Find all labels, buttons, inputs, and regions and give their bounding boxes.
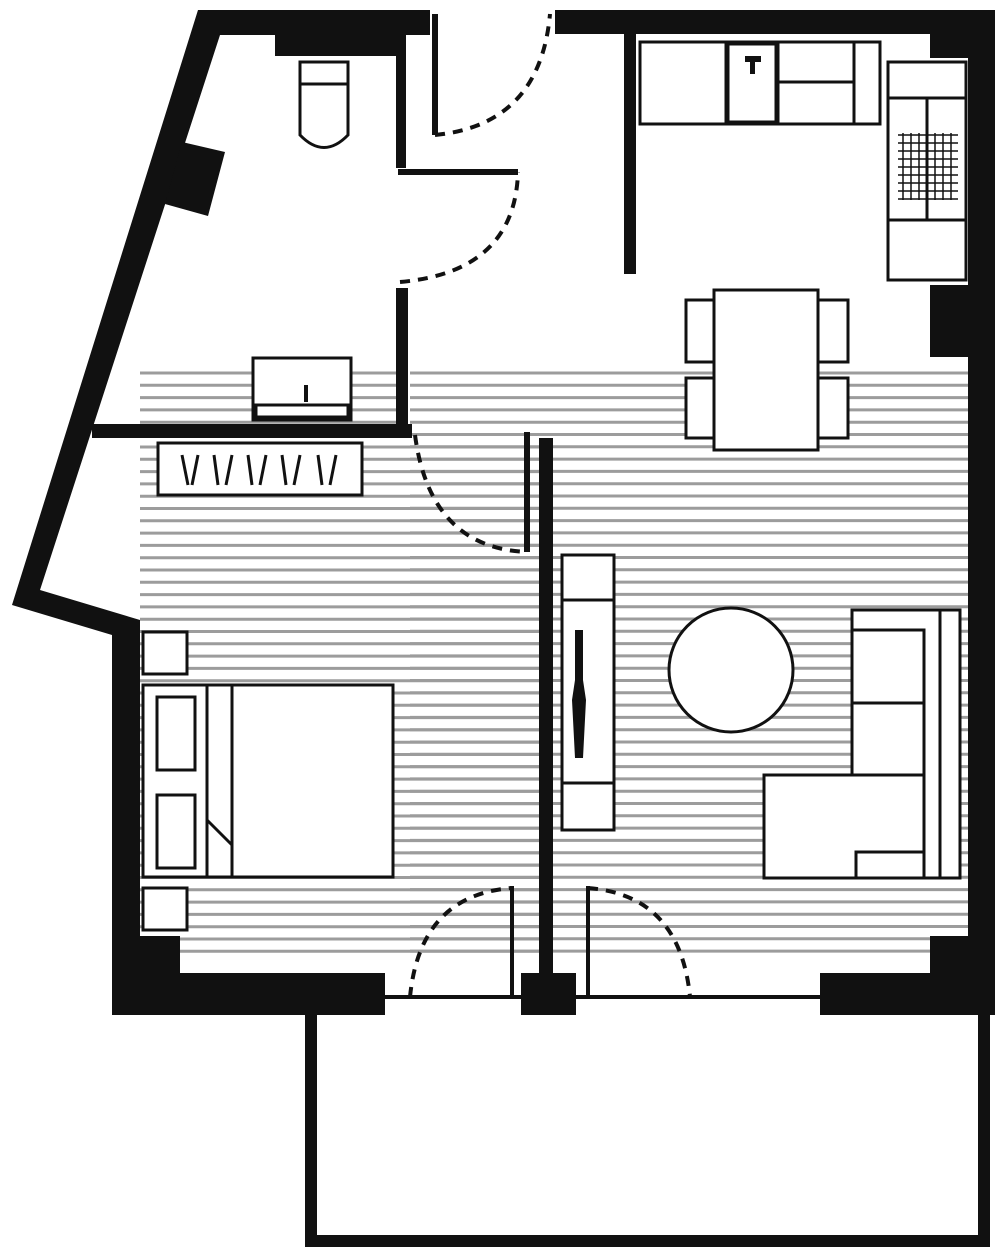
dining-chair xyxy=(684,298,718,364)
dining-chair xyxy=(684,376,718,440)
counter-drawer xyxy=(776,80,856,126)
wardrobe-hangers-icon xyxy=(180,454,338,486)
bedroom xyxy=(141,441,395,932)
bottom-center-pier xyxy=(521,973,576,1015)
entrance-door-swing xyxy=(434,13,552,137)
dining-chair xyxy=(816,376,850,440)
pillow xyxy=(155,695,197,772)
pillow xyxy=(155,793,197,870)
kitchen-tap-spout xyxy=(750,56,755,74)
thin-partitions xyxy=(398,14,530,552)
toilet-bowl xyxy=(298,82,350,149)
wardrobe-body xyxy=(156,441,364,497)
balcony-left-rail xyxy=(305,1015,317,1247)
hob-grid-icon xyxy=(898,133,958,200)
tv-cabinet-dividers xyxy=(562,598,614,785)
bottom-right-corner xyxy=(930,936,995,1015)
bathroom-right-wall-upper xyxy=(396,28,406,168)
dining-table xyxy=(712,288,820,452)
double-bed xyxy=(141,683,395,879)
kitchen xyxy=(638,40,968,282)
sink-basin xyxy=(254,403,350,419)
bathroom-door-swing xyxy=(399,171,520,284)
balcony-right-rail xyxy=(978,1015,990,1247)
bathroom-sink xyxy=(251,356,353,422)
sink-counter xyxy=(251,356,353,422)
bathroom-top-ledge xyxy=(275,28,405,56)
tv-cabinet xyxy=(560,553,616,832)
toilet xyxy=(298,60,350,149)
dining-chair xyxy=(816,298,850,364)
doors xyxy=(385,13,820,999)
balcony-bottom-rail xyxy=(305,1235,990,1247)
left-wall-pier xyxy=(165,142,225,216)
counter-cabinet-left xyxy=(638,40,728,126)
duvet-fold xyxy=(205,818,234,847)
balcony-door-right-swing xyxy=(587,886,692,998)
bottom-left-corner xyxy=(112,936,180,1015)
kitchen-partition xyxy=(624,34,636,274)
bed-headboard xyxy=(141,683,209,879)
tv-unit xyxy=(560,553,616,832)
sofa-chaise xyxy=(762,773,926,880)
sofa-chaise-seat xyxy=(854,850,924,878)
corner-sofa xyxy=(762,608,962,880)
toilet-cistern xyxy=(298,60,350,86)
kitchen-sink xyxy=(726,42,778,124)
living-room xyxy=(560,553,962,880)
bedside-table-top xyxy=(141,630,189,676)
tv-icon xyxy=(572,630,586,758)
walls xyxy=(12,10,995,1015)
balcony xyxy=(305,1015,990,1247)
dining-area xyxy=(684,288,850,452)
bedroom-top-wall xyxy=(92,424,412,438)
bathroom xyxy=(251,60,353,422)
bedroom-living-partition xyxy=(539,438,553,983)
left-exterior-wall xyxy=(12,10,430,1000)
bathroom-right-wall-lower xyxy=(396,288,408,436)
bedroom-door-swing xyxy=(413,434,528,554)
round-coffee-table xyxy=(667,606,795,734)
wardrobe xyxy=(156,441,364,497)
balcony-door-left-swing xyxy=(408,886,513,998)
right-wall-pier xyxy=(930,285,970,357)
bedside-table-bottom xyxy=(141,886,189,932)
